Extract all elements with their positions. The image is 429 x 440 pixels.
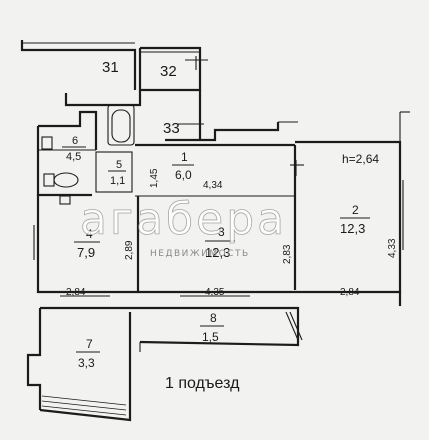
dim-room3-length: 4,35 [205, 287, 225, 298]
ceiling-height: h=2,64 [342, 152, 379, 166]
room-3-area: 12,3 [205, 245, 230, 260]
watermark-tagline: НЕДВИЖИМОСТЬ [150, 249, 250, 259]
room-31-number: 31 [102, 59, 119, 76]
walls [20, 40, 410, 422]
room-7-area: 3,3 [78, 356, 95, 370]
room-33-number: 33 [163, 120, 180, 137]
room-3-number: 3 [218, 225, 225, 239]
dim-corridor-width: 1,45 [149, 168, 160, 188]
room-6-number: 6 [72, 135, 78, 147]
room-5-number: 5 [116, 159, 122, 171]
dim-room2-length: 2,84 [340, 287, 360, 298]
room-5-area: 1,1 [110, 175, 125, 187]
room-32-number: 32 [160, 63, 177, 80]
room-4-number: 4 [86, 227, 93, 241]
dim-room3-width: 2,83 [282, 244, 293, 264]
dim-corridor-length: 4,34 [203, 180, 223, 191]
room-2-area: 12,3 [340, 221, 365, 236]
room-7-number: 7 [86, 337, 93, 351]
room-8-area: 1,5 [202, 330, 219, 344]
entrance-label: 1 подъезд [165, 375, 240, 392]
dimension-labels: h=2,64 1,45 4,34 2,89 2,84 2,83 4,35 4,3… [66, 152, 398, 298]
room-4-area: 7,9 [77, 245, 95, 260]
dim-room4-length: 2,84 [66, 287, 86, 298]
room-1-area: 6,0 [175, 168, 192, 182]
room-8-number: 8 [210, 311, 217, 325]
watermark: агабера НЕДВИЖИМОСТЬ [80, 194, 287, 259]
dim-room4-width: 2,89 [124, 240, 135, 260]
room-2-number: 2 [352, 203, 359, 217]
dim-room2-width: 4,33 [387, 238, 398, 258]
watermark-brand: агабера [80, 194, 287, 245]
room-labels: 31 32 33 1 6,0 2 12,3 3 12,3 4 7,9 5 1,1… [62, 59, 370, 370]
room-6-area: 4,5 [66, 151, 81, 163]
room-1-number: 1 [181, 150, 188, 164]
